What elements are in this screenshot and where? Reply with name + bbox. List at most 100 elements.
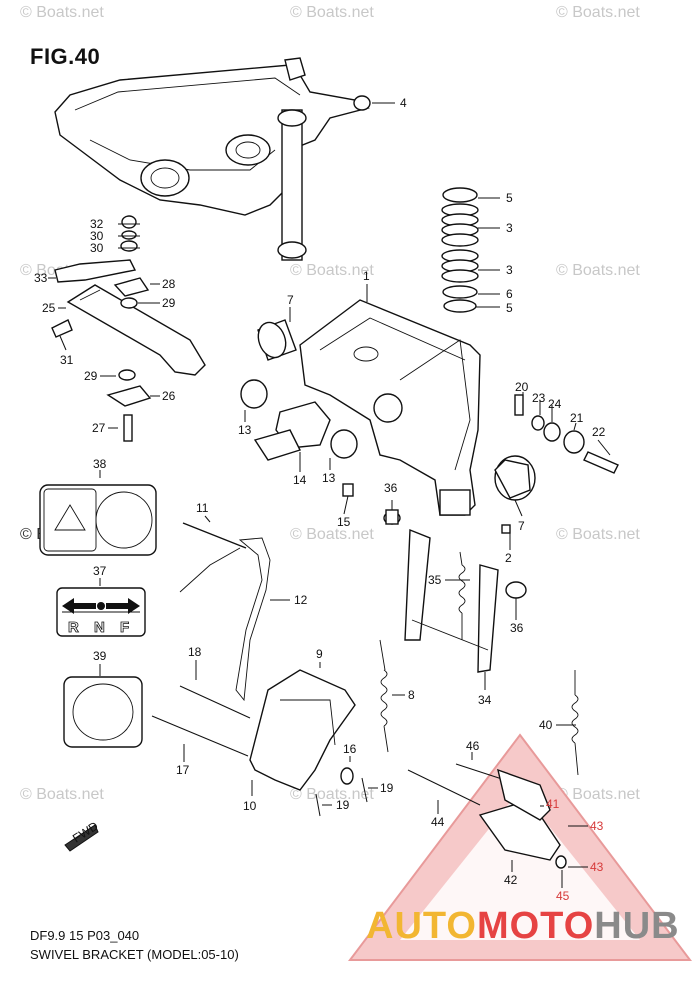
part-number: 39 <box>93 649 107 663</box>
part-number: 27 <box>92 421 106 435</box>
part-number: 18 <box>188 645 202 659</box>
plate-part <box>253 401 331 461</box>
part-number: 43 <box>590 819 604 833</box>
part-number: 2 <box>505 551 512 565</box>
part-number: 43 <box>590 860 604 874</box>
part-number: 13 <box>238 423 252 437</box>
swivel-bracket-body-part <box>299 299 481 516</box>
part-number: 32 <box>90 217 104 231</box>
part-number: 5 <box>506 191 513 205</box>
brand-part-moto: MOTO <box>476 905 595 947</box>
watermark: © Boats.net <box>290 786 374 803</box>
part-number: 42 <box>504 873 518 887</box>
shift-neutral-letter: N <box>94 619 105 636</box>
watermark: © Boats.net <box>556 786 640 803</box>
latch-hardware-part <box>407 763 567 869</box>
part-number: 3 <box>506 263 513 277</box>
part-number: 23 <box>532 391 546 405</box>
part-number-labels: 4 5 3 3 6 5 1 7 32 30 30 33 28 29 25 31 … <box>34 96 606 903</box>
part-number: 40 <box>539 718 553 732</box>
brand-part-auto: AUTO <box>366 905 477 947</box>
part-number: 34 <box>478 693 492 707</box>
part-number: 28 <box>162 277 176 291</box>
part-number: 35 <box>428 573 442 587</box>
friction-plate-hardware-part <box>51 215 206 442</box>
part-number: 7 <box>287 293 294 307</box>
watermark: © Boats.net <box>556 262 640 279</box>
part-number: 5 <box>506 301 513 315</box>
watermark: © Boats.net <box>290 526 374 543</box>
part-number: 4 <box>400 96 407 110</box>
part-number: 15 <box>337 515 351 529</box>
shift-forward-letter: F <box>120 619 129 636</box>
part-number: 45 <box>556 889 570 903</box>
decal-39 <box>63 676 143 748</box>
return-spring-part <box>379 551 579 776</box>
part-number: 41 <box>546 797 560 811</box>
part-number: 25 <box>42 301 56 315</box>
part-number: 17 <box>176 763 190 777</box>
part-number: 36 <box>510 621 524 635</box>
watermark: © Boats.net <box>556 4 640 21</box>
part-number: 21 <box>570 411 584 425</box>
part-number: 26 <box>162 389 176 403</box>
part-number: 20 <box>515 380 529 394</box>
forward-direction-indicator: FWD <box>64 819 101 852</box>
part-number: 10 <box>243 799 257 813</box>
part-number: 9 <box>316 647 323 661</box>
part-number: 36 <box>384 481 398 495</box>
part-number: 6 <box>506 287 513 301</box>
figure-title: FIG.40 <box>30 44 101 69</box>
thrust-washer-stack-part <box>441 187 479 313</box>
watermark: © Boats.net <box>20 786 104 803</box>
fwd-label: FWD <box>70 819 101 846</box>
part-number: 8 <box>408 688 415 702</box>
leader-lines <box>48 102 611 888</box>
part-number: 33 <box>34 271 48 285</box>
shift-bracket-part <box>249 669 356 791</box>
brand-part-hub: HUB <box>594 905 680 947</box>
part-number: 14 <box>293 473 307 487</box>
part-number: 3 <box>506 221 513 235</box>
watermark: © Boats.net <box>290 262 374 279</box>
part-number: 44 <box>431 815 445 829</box>
part-number: 19 <box>380 781 394 795</box>
shift-decal-37 <box>56 587 146 637</box>
shift-decal-letters: R N F <box>68 619 130 637</box>
part-number: 7 <box>518 519 525 533</box>
part-number: 37 <box>93 564 107 578</box>
long-bolt-part <box>151 685 251 757</box>
tilt-lever-part <box>383 511 527 673</box>
tilt-bolt-hardware-part <box>514 394 619 474</box>
clamp-bracket-part <box>54 57 370 216</box>
part-number: 30 <box>90 241 104 255</box>
bushing-part <box>240 319 536 501</box>
shift-reverse-letter: R <box>68 619 79 636</box>
part-number: 24 <box>548 397 562 411</box>
part-number: 22 <box>592 425 606 439</box>
part-number: 11 <box>196 501 209 515</box>
decal-38 <box>39 484 157 556</box>
shift-rod-part <box>179 522 271 702</box>
watermark: © Boats.net <box>20 4 104 21</box>
brand-logo-text: AUTOMOTOHUB <box>366 905 680 948</box>
figure-caption: SWIVEL BRACKET (MODEL:05-10) <box>30 947 239 962</box>
part-number: 29 <box>84 369 98 383</box>
part-number: 31 <box>60 353 74 367</box>
steering-shaft-part <box>277 95 371 261</box>
part-number: 13 <box>322 471 336 485</box>
part-number: 12 <box>294 593 308 607</box>
part-number: 19 <box>336 798 350 812</box>
small-hardware-part <box>315 483 511 817</box>
part-number: 29 <box>162 296 176 310</box>
watermark: © Boats.net <box>556 526 640 543</box>
shift-direction-arrows <box>62 598 140 614</box>
watermark: © Boats.net <box>290 4 374 21</box>
figure-code: DF9.9 15 P03_040 <box>30 928 140 943</box>
part-number: 30 <box>90 229 104 243</box>
part-number: 38 <box>93 457 107 471</box>
part-number: 16 <box>343 742 357 756</box>
part-number: 46 <box>466 739 480 753</box>
